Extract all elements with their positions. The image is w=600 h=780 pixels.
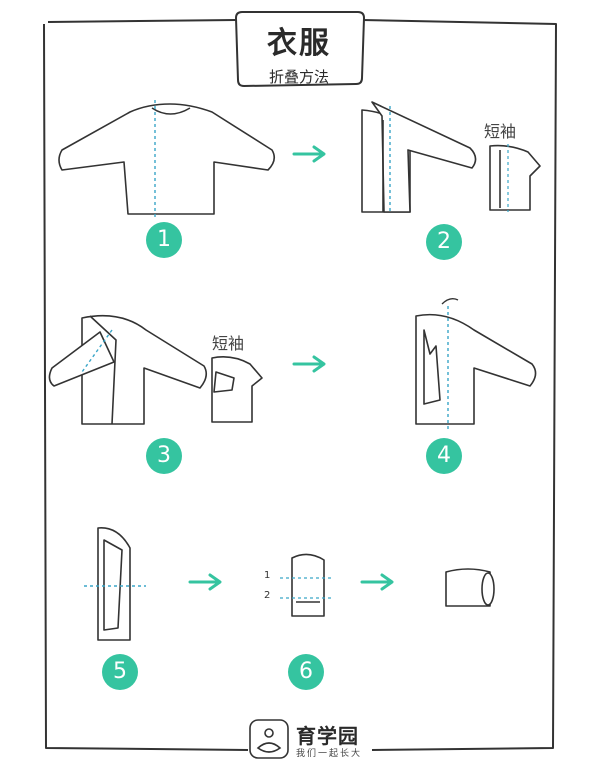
step-4-badge: 4 <box>426 438 462 474</box>
page-title: 衣服 <box>267 26 331 61</box>
title-block: 衣服 折叠方法 <box>236 10 362 86</box>
tshirt-drawing-step3 <box>211 356 263 423</box>
right-arrow-icon <box>188 573 222 591</box>
fold-mark-1: 1 <box>264 570 271 581</box>
sweater-drawing-step3 <box>48 314 208 425</box>
page-subtitle: 折叠方法 <box>268 68 329 86</box>
right-arrow-icon <box>292 145 326 163</box>
right-arrow-icon <box>292 355 326 373</box>
title-frame <box>234 11 366 88</box>
sweater-drawing-step6 <box>280 553 334 617</box>
brand-name: 育学园 <box>296 724 359 748</box>
step-5-badge: 5 <box>102 654 138 690</box>
page-frame <box>43 19 557 751</box>
sweater-drawing-step1 <box>58 100 276 220</box>
short-sleeve-label: 短袖 <box>484 122 517 141</box>
curved-arrow-icon <box>441 297 459 305</box>
fold-mark-2: 2 <box>264 590 271 601</box>
sweater-drawing-step4 <box>415 297 537 430</box>
brand-block: 育学园 我们一起长大 <box>248 718 372 762</box>
short-sleeve-label: 短袖 <box>212 334 245 353</box>
folded-result-drawing <box>445 568 495 607</box>
brand-logo-icon <box>249 719 289 759</box>
brand-slogan: 我们一起长大 <box>296 749 363 759</box>
step-2-badge: 2 <box>426 224 462 260</box>
right-arrow-icon <box>360 573 394 591</box>
sweater-drawing-step2 <box>361 101 477 214</box>
sweater-drawing-step5 <box>84 527 146 641</box>
step-3-badge: 3 <box>146 438 182 474</box>
step-6-badge: 6 <box>288 654 324 690</box>
step-1-badge: 1 <box>146 222 182 258</box>
tshirt-drawing-step2 <box>489 144 541 212</box>
